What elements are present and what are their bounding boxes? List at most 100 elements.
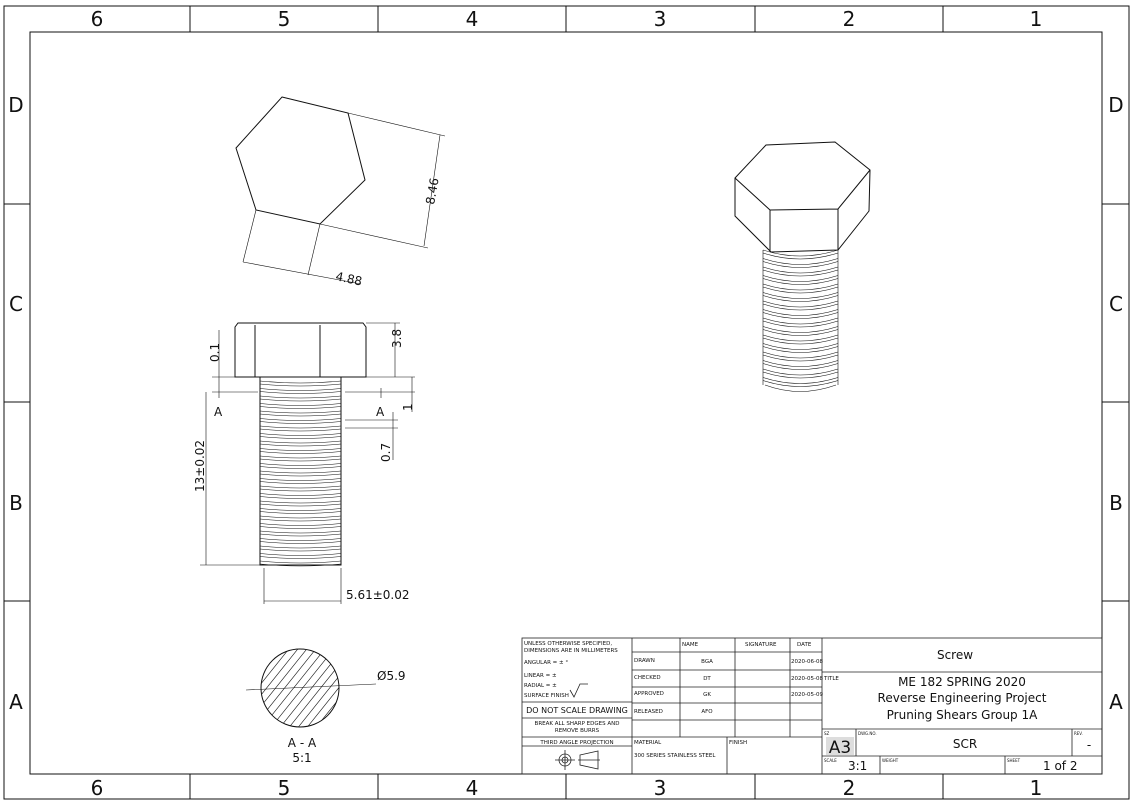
hatch-line xyxy=(332,649,339,727)
title-block: UNLESS OTHERWISE SPECIFIED, DIMENSIONS A… xyxy=(521,637,1103,775)
note: DIMENSIONS ARE IN MILLIMETERS xyxy=(524,648,618,654)
thread-line xyxy=(762,317,839,328)
section-label: A - A xyxy=(288,736,317,750)
hatch-line xyxy=(261,649,306,727)
thread-line xyxy=(259,403,342,409)
hatch-line xyxy=(261,649,315,727)
hatch-line xyxy=(314,649,339,727)
zone-row: C xyxy=(9,292,23,316)
note: THIRD ANGLE PROJECTION xyxy=(539,740,613,746)
drawing-number: SCR xyxy=(953,737,977,751)
hatch-line xyxy=(287,649,339,727)
zone-row: C xyxy=(1109,292,1123,316)
zone-labels: 6 5 4 3 2 1 6 5 4 3 2 1 D C B A D C B A xyxy=(8,7,1123,800)
hatch-line xyxy=(269,649,339,727)
zone-col: 4 xyxy=(466,7,479,31)
zone-col: 6 xyxy=(91,776,104,800)
title-line: Pruning Shears Group 1A xyxy=(887,708,1038,722)
zone-row: D xyxy=(1108,93,1123,117)
signer: BGA xyxy=(701,659,713,665)
thread-line xyxy=(259,493,342,499)
zone-row: B xyxy=(9,491,23,515)
zone-col: 3 xyxy=(654,776,667,800)
sheet-size: A3 xyxy=(829,738,851,758)
thread-line xyxy=(762,377,839,387)
side-view: 0.1 3.8 1 0.7 13±0.02 5.61±0.02 A A xyxy=(193,322,415,604)
section-view: Ø5.9 A - A 5:1 xyxy=(245,648,406,765)
thread-line xyxy=(762,351,839,362)
thread-line xyxy=(259,448,342,454)
hex-top-view: 8.46 4.88 xyxy=(235,96,446,288)
thread-line xyxy=(762,343,839,353)
header: NAME xyxy=(682,642,699,648)
dim-thread-pitch: 0.7 xyxy=(379,443,393,462)
hatch-line xyxy=(278,649,339,727)
hatch-line xyxy=(323,649,339,727)
rev-label: REV. xyxy=(1074,731,1083,736)
thread-line xyxy=(259,523,342,529)
zone-row: A xyxy=(1109,690,1123,714)
note: UNLESS OTHERWISE SPECIFIED, xyxy=(524,641,612,647)
note: RADIAL = ± xyxy=(524,683,557,689)
title-line: ME 182 SPRING 2020 xyxy=(898,675,1026,689)
thread-line xyxy=(762,275,839,285)
date: 2020-06-08 xyxy=(791,659,823,665)
zone-dividers xyxy=(4,6,1129,799)
sheet-size-highlight xyxy=(826,737,854,755)
thread-line xyxy=(259,380,342,387)
shank-outline xyxy=(762,250,839,392)
finish-label: FINISH xyxy=(729,740,747,746)
dim-head-chamfer: 0.1 xyxy=(208,343,222,362)
dwg-label: DWG.NO. xyxy=(858,731,877,736)
thread-line xyxy=(762,368,839,379)
material: 300 SERIES STAINLESS STEEL xyxy=(634,753,716,759)
zone-col: 5 xyxy=(278,7,291,31)
no-scale-note: DO NOT SCALE DRAWING xyxy=(526,706,628,715)
role: RELEASED xyxy=(634,709,663,715)
thread-line xyxy=(259,440,342,447)
thread-line xyxy=(259,455,342,462)
thread-line xyxy=(259,425,342,432)
weight-label: WEIGHT xyxy=(882,758,899,763)
zone-row: D xyxy=(8,93,23,117)
dim-across-corners: 8.46 xyxy=(423,177,441,206)
note: REMOVE BURRS xyxy=(555,728,600,734)
sheet-number: 1 of 2 xyxy=(1043,759,1077,773)
dim-across-flats: 4.88 xyxy=(334,269,363,288)
zone-col: 5 xyxy=(278,776,291,800)
note: BREAK ALL SHARP EDGES AND xyxy=(535,721,620,727)
thread-line xyxy=(259,530,342,537)
thread-line xyxy=(259,500,342,507)
note: LINEAR = ± xyxy=(524,673,557,679)
hatch-line xyxy=(261,649,297,727)
thread-line xyxy=(259,508,342,514)
zone-col: 1 xyxy=(1030,776,1043,800)
dim-head-height: 3.8 xyxy=(390,329,404,348)
zone-row: A xyxy=(9,690,23,714)
hatch-line xyxy=(261,649,324,727)
thread-line xyxy=(259,538,342,544)
third-angle-projection-icon xyxy=(555,750,600,770)
zone-col: 3 xyxy=(654,7,667,31)
thread-line xyxy=(259,418,342,424)
signer: AFO xyxy=(701,709,713,715)
thread-line xyxy=(259,463,342,469)
zone-col: 2 xyxy=(843,7,856,31)
part-name: Screw xyxy=(937,648,973,662)
thread-line xyxy=(259,410,342,417)
thread-line xyxy=(259,388,342,394)
dim-thread-offset: 1 xyxy=(401,403,415,411)
thread-line xyxy=(259,515,342,522)
hatch-line xyxy=(261,649,339,727)
thread-line xyxy=(762,266,839,277)
role: APPROVED xyxy=(634,691,664,697)
zone-col: 1 xyxy=(1030,7,1043,31)
dim-thread-diameter: 5.61±0.02 xyxy=(346,588,410,602)
hatch-line xyxy=(261,649,270,727)
thread-line xyxy=(259,470,342,477)
material-label: MATERIAL xyxy=(634,740,662,746)
thread-line xyxy=(259,478,342,484)
date: 2020-05-09 xyxy=(791,692,823,698)
thread-line xyxy=(762,258,839,268)
